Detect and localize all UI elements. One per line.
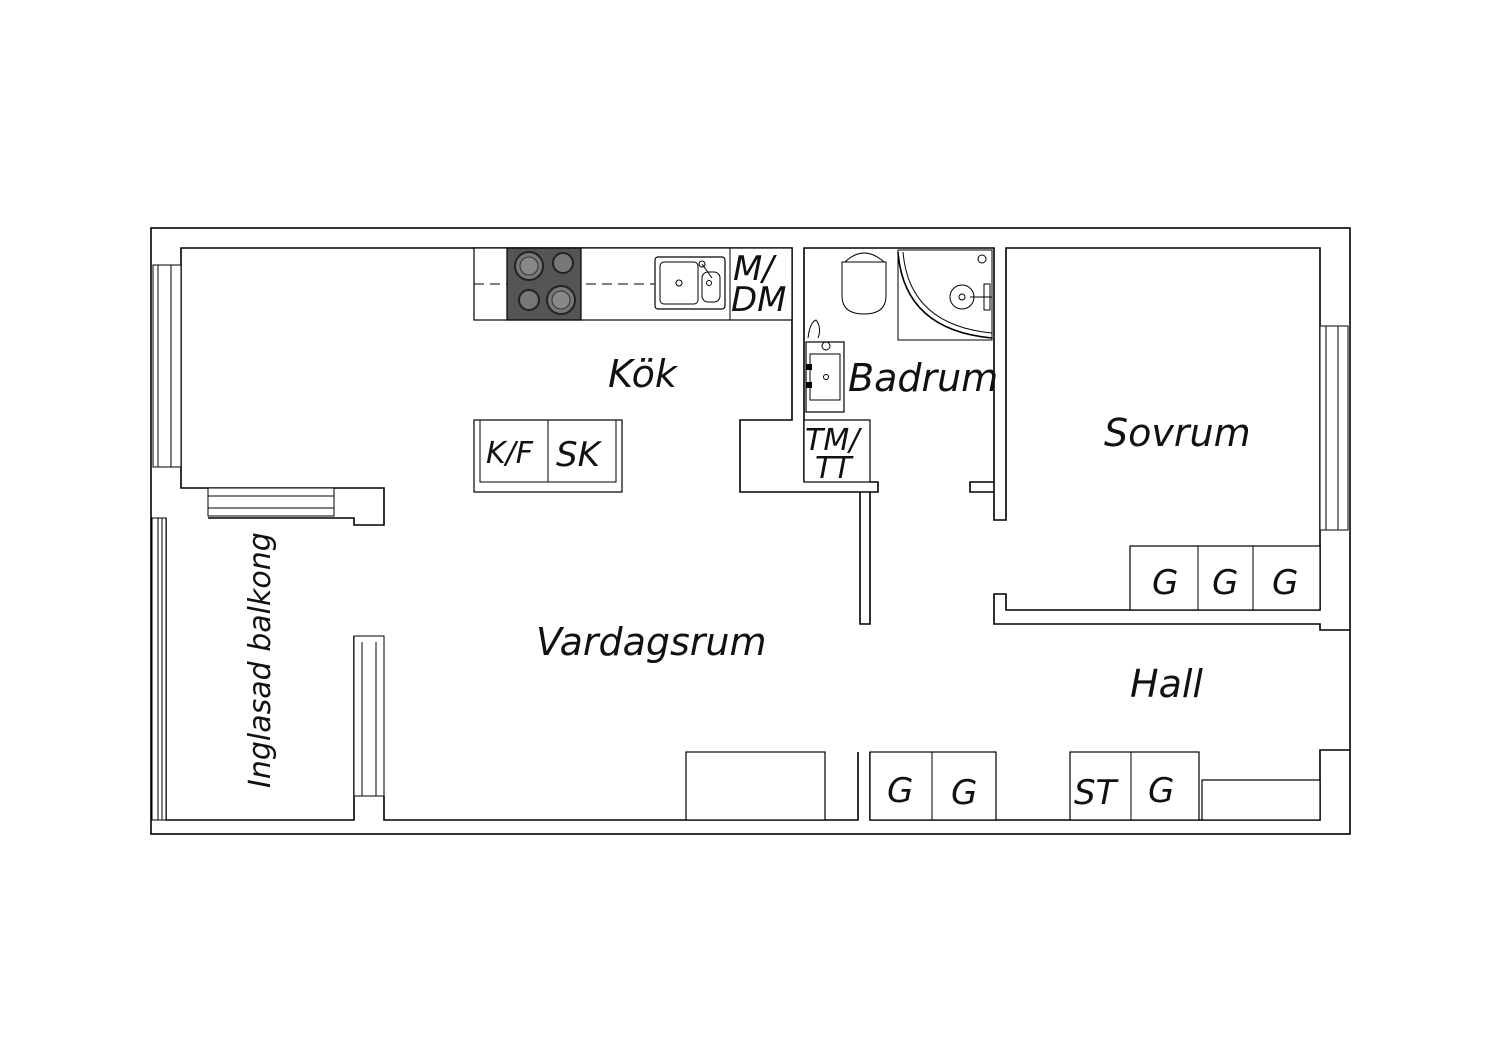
washer-dryer-label-1: TM/: [805, 423, 862, 458]
outer-boundary: [150, 227, 1351, 835]
hall-wardrobe-label-2: G: [951, 773, 977, 813]
microwave-dishwasher-label-2: DM: [731, 280, 787, 320]
bedroom-wardrobes: G G G: [1129, 545, 1321, 611]
room-label-kitchen: Kök: [608, 352, 679, 396]
sink-icon: [654, 256, 726, 310]
room-label-bathroom: Badrum: [848, 356, 998, 400]
living-room-sideboard: [685, 751, 826, 821]
hall-wardrobe-label-1: G: [887, 771, 913, 811]
room-label-bedroom: Sovrum: [1104, 411, 1251, 455]
room-label-living-room: Vardagsrum: [536, 620, 767, 664]
microwave-dishwasher-label-1: M/: [733, 249, 777, 289]
shower-icon: [897, 249, 993, 341]
interior-walls: [151, 247, 1350, 821]
bedroom-wardrobe-label-1: G: [1152, 563, 1178, 603]
room-label-hall: Hall: [1130, 662, 1203, 706]
bathroom-fixtures: TM/ TT: [803, 249, 993, 486]
hall-wardrobe-label-3: G: [1148, 771, 1174, 811]
room-label-balcony: Inglasad balkong: [243, 532, 278, 788]
tall-cabinet-label: SK: [556, 435, 603, 475]
hall-wardrobes: G G ST G: [869, 751, 1321, 821]
toilet-icon: [841, 252, 887, 315]
bedroom-wardrobe-label-2: G: [1212, 563, 1238, 603]
hall-cleaning-cabinet-label: ST: [1074, 773, 1119, 813]
washbasin-icon: [805, 319, 845, 413]
fridge-cabinet-unit: K/F SK: [473, 419, 623, 493]
fridge-freezer-label: K/F: [486, 436, 534, 471]
bedroom-wardrobe-label-3: G: [1272, 563, 1298, 603]
washer-dryer-label-2: TT: [815, 451, 854, 486]
kitchen-counter: M/ DM: [473, 247, 793, 321]
